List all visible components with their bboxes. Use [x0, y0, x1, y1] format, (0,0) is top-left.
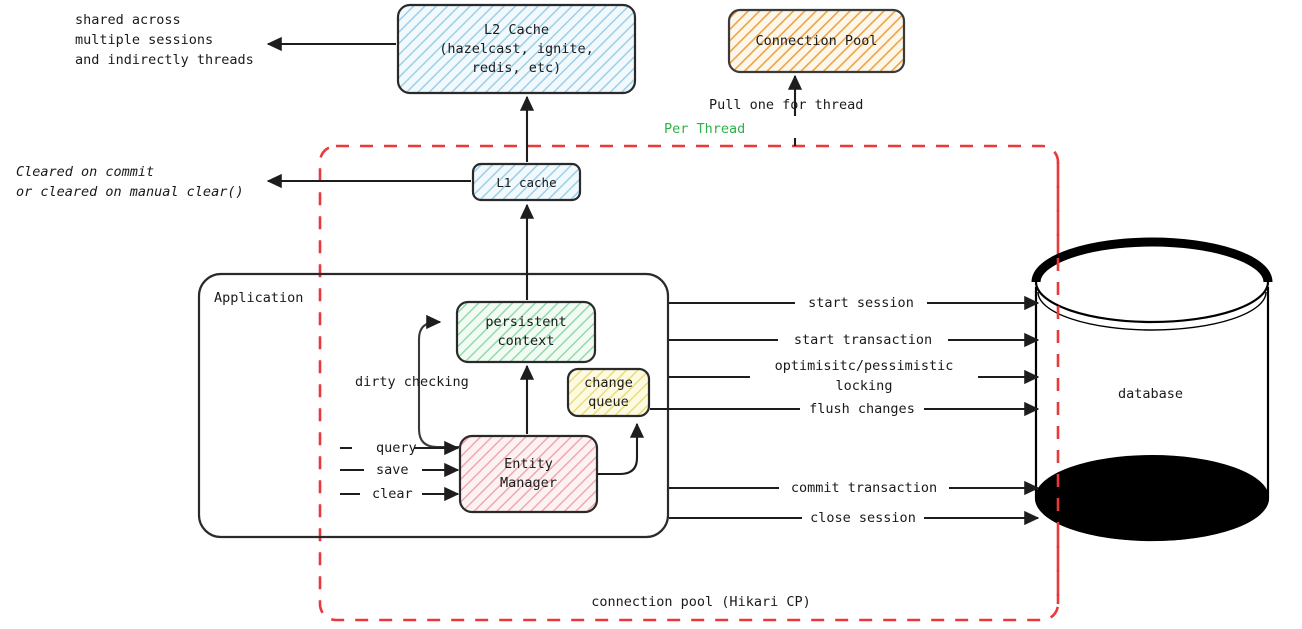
l1-cache-note: Cleared on commit or cleared on manual c… [16, 164, 244, 200]
application-container [197, 272, 670, 539]
database-label: database [1118, 386, 1184, 402]
connection-pool-boundary-label: connection pool (Hikari CP) [591, 594, 811, 610]
db-op-label-commit-transaction: commit transaction [790, 480, 938, 496]
application-label: Application [214, 290, 304, 306]
input-label-clear: clear [372, 486, 413, 502]
db-op-label-start-session: start session [808, 295, 914, 311]
label-backer [656, 119, 766, 143]
l1-cache-node[interactable] [471, 162, 582, 202]
label-backer [360, 483, 422, 505]
db-op-label-locking: optimisitc/pessimistic locking [774, 358, 954, 394]
database-node[interactable] [1031, 237, 1273, 542]
l2-cache-note: shared across multiple sessions and indi… [75, 12, 254, 68]
persistent-context-node[interactable] [455, 300, 597, 364]
per-thread-badge: Per Thread [664, 121, 746, 137]
db-op-label-flush-changes: flush changes [809, 401, 915, 417]
input-label-save: save [376, 462, 409, 478]
dirty-checking-label: dirty checking [355, 374, 469, 390]
label-backer [352, 437, 414, 459]
label-backer [802, 507, 924, 529]
input-label-query: query [376, 440, 417, 456]
label-backer [778, 329, 948, 351]
arrow-dirty-checking [417, 314, 460, 449]
db-op-label-start-transaction: start transaction [793, 332, 933, 348]
label-backer [556, 590, 846, 612]
l2-cache-node[interactable] [396, 3, 637, 95]
label-backer [800, 398, 924, 420]
label-backer [795, 292, 927, 314]
label-backer [779, 477, 949, 499]
label-backer [364, 459, 422, 481]
entity-manager-node[interactable] [458, 434, 599, 514]
db-op-label-close-session: close session [810, 510, 916, 526]
connection-pool-node[interactable] [727, 8, 906, 74]
label-backer [750, 356, 978, 398]
arrow-em-to-change-queue [597, 422, 645, 476]
pull-one-for-thread-label: Pull one for thread [709, 97, 864, 113]
change-queue-node[interactable] [566, 367, 651, 418]
